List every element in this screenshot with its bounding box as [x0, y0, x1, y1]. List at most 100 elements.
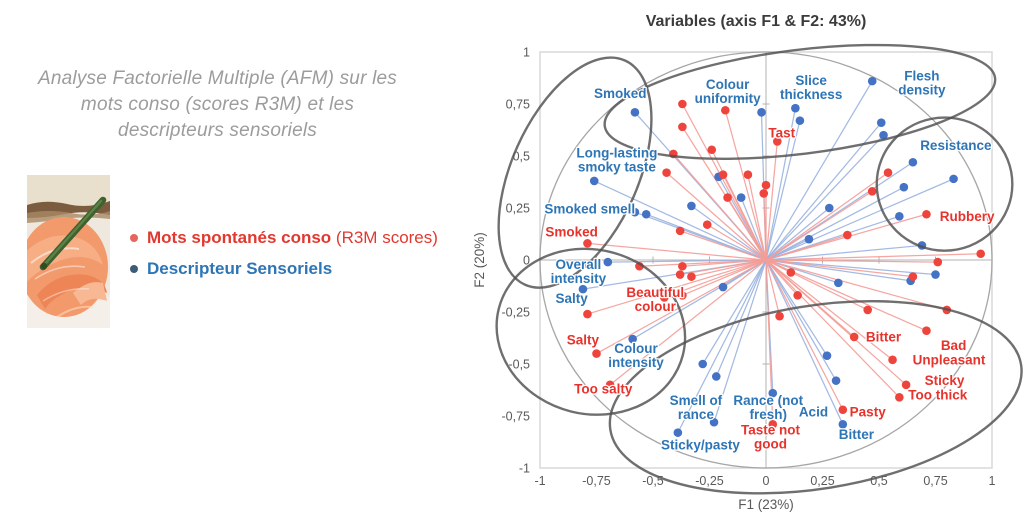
- consumer-word-vector: [587, 242, 767, 261]
- sensory-descriptor-point: [757, 108, 766, 117]
- consumer-word-vector: [587, 259, 767, 315]
- consumer-word-point: [888, 355, 897, 365]
- consumer-word-point: [849, 332, 859, 342]
- cluster-ellipse: [495, 247, 687, 416]
- consumer-word-point: [786, 268, 796, 277]
- y-tick-label: -1: [519, 462, 530, 476]
- consumer-word-vector: [727, 197, 767, 261]
- consumer-word-vector: [672, 153, 767, 261]
- sensory-descriptor-vector: [765, 80, 873, 261]
- sensory-descriptor-point: [711, 372, 721, 381]
- consumer-word-vector: [765, 259, 907, 386]
- consumer-word-point: [933, 257, 943, 267]
- y-tick-label: -0,75: [502, 410, 531, 424]
- consumer-word-point: [675, 270, 685, 279]
- x-tick-label: -1: [534, 474, 545, 488]
- sensory-descriptor-vector: [765, 244, 922, 261]
- consumer-word-point: [678, 261, 687, 271]
- sensory-descriptor-point: [899, 182, 909, 192]
- consumer-word-label: Sticky: [925, 373, 965, 388]
- consumer-word-point: [759, 189, 769, 198]
- consumer-word-point: [775, 311, 784, 321]
- sensory-descriptor-point: [578, 284, 588, 294]
- consumer-word-point: [768, 420, 778, 429]
- consumer-word-point: [678, 99, 687, 109]
- consumer-word-vector: [763, 193, 767, 261]
- cluster-ellipse: [497, 56, 653, 289]
- consumer-word-point: [702, 220, 712, 229]
- consumer-word-point: [863, 305, 872, 315]
- consumer-word-label: Bad: [941, 338, 967, 353]
- sensory-descriptor-vector: [765, 108, 796, 261]
- sensory-descriptor-point: [831, 376, 841, 385]
- consumer-word-point: [883, 168, 893, 177]
- sensory-descriptor-vector: [765, 238, 810, 261]
- sensory-descriptor-point: [804, 234, 814, 244]
- sensory-descriptor-point: [795, 116, 805, 125]
- consumer-word-point: [678, 291, 687, 300]
- sensory-descriptor-vector: [677, 259, 767, 433]
- cluster-ellipse: [603, 43, 997, 161]
- consumer-word-label: Too salty: [574, 381, 633, 396]
- cluster-ellipse: [875, 116, 1014, 252]
- sensory-descriptor-vector: [765, 120, 801, 261]
- consumer-word-point: [922, 209, 931, 219]
- sensory-descriptor-vector: [713, 259, 767, 423]
- consumer-word-point: [908, 272, 918, 281]
- consumer-word-vector: [765, 259, 947, 311]
- sensory-descriptor-point: [768, 388, 778, 398]
- consumer-word-point: [687, 272, 696, 281]
- sensory-descriptor-vector: [715, 259, 767, 377]
- consumer-word-vector: [747, 174, 767, 261]
- y-tick-label: 1: [523, 46, 530, 60]
- consumer-word-point: [721, 105, 730, 115]
- sensory-descriptor-point: [628, 334, 637, 344]
- consumer-word-point: [662, 168, 671, 177]
- consumer-word-vector: [679, 230, 767, 261]
- analysis-description-line1: Analyse Factorielle Multiple (AFM) sur l…: [38, 68, 397, 89]
- consumer-word-label: Bitter: [866, 329, 902, 344]
- consumer-word-vector: [765, 253, 981, 261]
- sensory-descriptor-vector: [765, 178, 954, 261]
- sensory-descriptor-point: [673, 428, 683, 437]
- sensory-descriptor-vector: [702, 259, 767, 365]
- x-tick-label: 0,75: [923, 474, 947, 488]
- consumer-word-point: [922, 326, 931, 336]
- legend-label-bold: Mots spontanés conso: [147, 228, 332, 247]
- x-tick-label: 1: [989, 474, 996, 488]
- consumer-word-vector: [724, 110, 767, 261]
- consumer-word-vector: [666, 172, 767, 261]
- sensory-descriptor-point: [718, 282, 728, 292]
- x-tick-label: -0,75: [582, 474, 611, 488]
- sensory-descriptor-point: [630, 108, 640, 117]
- legend-label-bold: Descripteur Sensoriels: [147, 259, 333, 278]
- consumer-word-label: Smoked: [545, 224, 598, 239]
- consumer-word-label: Too thick: [908, 388, 967, 403]
- consumer-word-vector: [681, 103, 767, 261]
- consumer-word-point: [793, 291, 802, 300]
- sensory-descriptor-point: [931, 270, 940, 279]
- y-tick-label: -0,5: [508, 358, 530, 372]
- sensory-descriptor-point: [949, 174, 958, 184]
- consumer-word-vector: [596, 259, 767, 355]
- consumer-word-vector: [765, 259, 844, 411]
- x-tick-label: -0,5: [642, 474, 664, 488]
- sensory-descriptor-point: [895, 212, 904, 221]
- consumer-word-vector: [765, 259, 781, 317]
- plot-legend: Mots spontanés conso (R3M scores) Descri…: [130, 228, 438, 290]
- sensory-descriptor-vector: [645, 213, 767, 261]
- consumer-word-vector: [765, 259, 938, 263]
- consumer-word-vector: [765, 259, 900, 398]
- salmon-canape-photo: [27, 175, 110, 328]
- consumer-word-point: [723, 193, 732, 202]
- consumer-word-point: [895, 392, 904, 402]
- sensory-descriptor-vector: [765, 259, 837, 381]
